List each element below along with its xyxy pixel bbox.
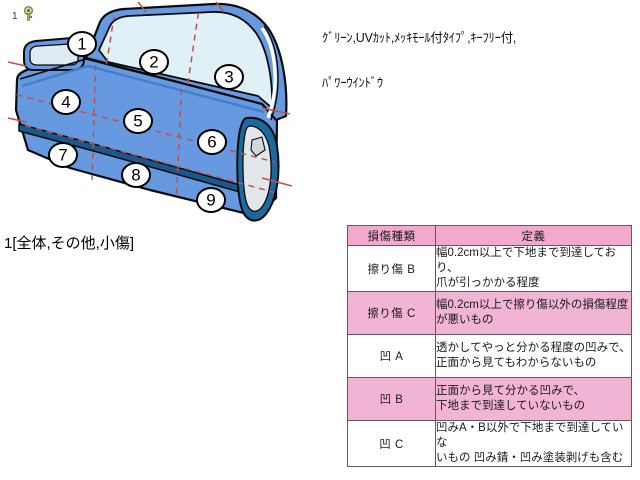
- table-row: 擦り傷 B 幅0.2cm以上で下地まで到達しており、 爪が引っかかる程度: [347, 245, 632, 292]
- damage-kind: 擦り傷 B: [347, 245, 436, 292]
- zone-callout-7[interactable]: 7: [48, 142, 78, 168]
- table-header-row: 損傷種類 定義: [347, 225, 632, 246]
- table-row: 凹 C 凹みA・B以外で下地まで到達していな いもの 凹み錆・凹み塗装剥げも含む: [347, 420, 632, 467]
- zone-callout-9[interactable]: 9: [196, 187, 226, 213]
- damage-definition: 幅0.2cm以上で下地まで到達しており、 爪が引っかかる程度: [435, 245, 632, 292]
- zone-label-6: 6: [207, 133, 216, 152]
- spec-note-line-2: ﾊﾟﾜｰｳｲﾝﾄﾞｳ: [322, 76, 383, 90]
- door-handle: [236, 116, 280, 222]
- zone-label-9: 9: [206, 191, 215, 210]
- zone-label-5: 5: [133, 112, 142, 131]
- key-marker: 1: [12, 6, 36, 27]
- damage-definition: 幅0.2cm以上で擦り傷以外の損傷程度 が悪いもの: [435, 291, 632, 335]
- zone-callout-2[interactable]: 2: [139, 49, 169, 75]
- damage-definition: 凹みA・B以外で下地まで到達していな いもの 凹み錆・凹み塗装剥げも含む: [435, 420, 632, 467]
- table-row: 凹 A 透かしてやっと分かる程度の凹みで、 正面から見てもわからないもの: [347, 334, 632, 378]
- zone-callout-4[interactable]: 4: [51, 89, 81, 115]
- header-damage-kind: 損傷種類: [347, 225, 436, 246]
- key-icon: [22, 6, 36, 27]
- damage-kind: 凹 B: [347, 377, 436, 421]
- table-row: 凹 B 正面から見て分かる凹みで、 下地まで到達していないもの: [347, 377, 632, 421]
- damage-kind: 凹 C: [347, 420, 436, 467]
- spec-note-line-1: ｸﾞﾘｰﾝ,UVｶｯﾄ,ﾒｯｷﾓｰﾙ付ﾀｲﾌﾟ,ｷｰﾌﾘｰ付,: [322, 31, 517, 45]
- car-door-diagram: 1 2 3 4 5 6 7: [0, 0, 320, 232]
- zone-callout-5[interactable]: 5: [123, 108, 153, 134]
- key-marker-number: 1: [12, 10, 18, 22]
- damage-kind: 凹 A: [347, 334, 436, 378]
- zone-label-1: 1: [77, 35, 86, 54]
- zone-callout-8[interactable]: 8: [121, 162, 151, 188]
- header-definition: 定義: [435, 225, 632, 246]
- table-row: 擦り傷 C 幅0.2cm以上で擦り傷以外の損傷程度 が悪いもの: [347, 291, 632, 335]
- zone-callout-1[interactable]: 1: [67, 31, 97, 57]
- zone-label-8: 8: [131, 166, 140, 185]
- door-belt-line: [19, 58, 265, 114]
- zone-label-3: 3: [224, 68, 233, 87]
- zone-callout-3[interactable]: 3: [214, 64, 244, 90]
- figure-caption: 1[全体,その他,小傷]: [4, 235, 135, 252]
- damage-kind: 擦り傷 C: [347, 291, 436, 335]
- zone-label-7: 7: [58, 146, 67, 165]
- zone-callouts: 1 2 3 4 5 6 7: [48, 31, 244, 213]
- damage-definition: 透かしてやっと分かる程度の凹みで、 正面から見てもわからないもの: [435, 334, 632, 378]
- damage-definition: 正面から見て分かる凹みで、 下地まで到達していないもの: [435, 377, 632, 421]
- damage-definition-table: 損傷種類 定義 擦り傷 B 幅0.2cm以上で下地まで到達しており、 爪が引っか…: [347, 225, 632, 467]
- vehicle-spec-note: ｸﾞﾘｰﾝ,UVｶｯﾄ,ﾒｯｷﾓｰﾙ付ﾀｲﾌﾟ,ｷｰﾌﾘｰ付, ﾊﾟﾜｰｳｲﾝﾄ…: [322, 1, 638, 106]
- zone-callout-6[interactable]: 6: [197, 129, 227, 155]
- zone-label-2: 2: [149, 53, 158, 72]
- zone-label-4: 4: [61, 93, 70, 112]
